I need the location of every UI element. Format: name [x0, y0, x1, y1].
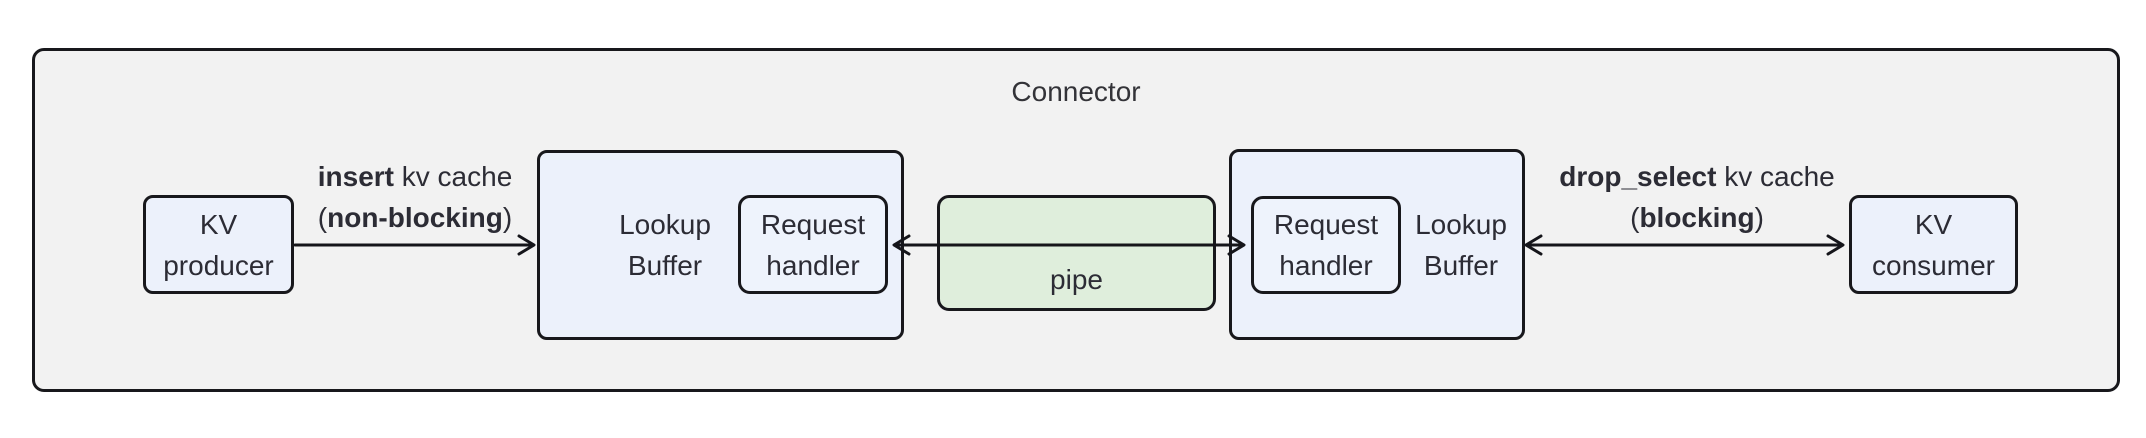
drop-select-keyword: drop_select: [1559, 161, 1717, 192]
kv-consumer-label-line1: KV: [1914, 208, 1953, 240]
request-handler-right-node: Request handler: [1251, 196, 1401, 294]
lookup-buffer-left-label: Lookup Buffer: [540, 195, 738, 294]
insert-paren-open: (: [317, 202, 328, 233]
request-handler-left-line2: handler: [766, 249, 860, 281]
lookup-buffer-right-line2: Buffer: [1423, 250, 1499, 281]
kv-consumer-node: KV consumer: [1849, 195, 2018, 294]
lookup-buffer-left-line1: Lookup: [619, 208, 711, 240]
lookup-buffer-right-line1: Lookup: [1415, 209, 1507, 240]
kv-producer-node: KV producer: [143, 195, 294, 294]
request-handler-left-node: Request handler: [738, 195, 888, 294]
insert-edge-label: insert kv cache (non-blocking): [293, 156, 537, 238]
drop-select-rest: kv cache: [1716, 161, 1835, 192]
request-handler-right-line1: Request: [1273, 209, 1379, 240]
lookup-buffer-left-node: Lookup Buffer Request handler: [537, 150, 904, 340]
insert-blocking-mode: non-blocking: [327, 202, 503, 233]
lookup-buffer-left-line2: Buffer: [627, 249, 703, 281]
request-handler-right-line2: handler: [1279, 250, 1373, 281]
insert-edge-label-line2: (non-blocking): [293, 197, 537, 238]
request-handler-left-line1: Request: [760, 208, 866, 240]
drop-select-blocking-mode: blocking: [1639, 202, 1755, 233]
drop-select-paren-close: ): [1754, 202, 1764, 233]
kv-producer-label-line1: KV: [199, 208, 238, 240]
insert-paren-close: ): [502, 202, 513, 233]
drop-select-paren-open: (: [1630, 202, 1640, 233]
drop-select-edge-label: drop_select kv cache (blocking): [1538, 156, 1856, 238]
lookup-buffer-right-node: Request handler Lookup Buffer: [1229, 149, 1525, 340]
insert-keyword: insert: [317, 161, 394, 192]
drop-select-edge-label-line1: drop_select kv cache: [1538, 156, 1856, 197]
pipe-node: pipe: [937, 195, 1216, 311]
connector-title: Connector: [1011, 76, 1141, 107]
kv-producer-label-line2: producer: [163, 249, 274, 281]
insert-rest: kv cache: [393, 161, 513, 192]
kv-consumer-label-line2: consumer: [1872, 249, 1995, 281]
insert-edge-label-line1: insert kv cache: [293, 156, 537, 197]
lookup-buffer-right-label: Lookup Buffer: [1400, 196, 1522, 294]
drop-select-edge-label-line2: (blocking): [1538, 197, 1856, 238]
pipe-label: pipe: [1050, 264, 1103, 295]
